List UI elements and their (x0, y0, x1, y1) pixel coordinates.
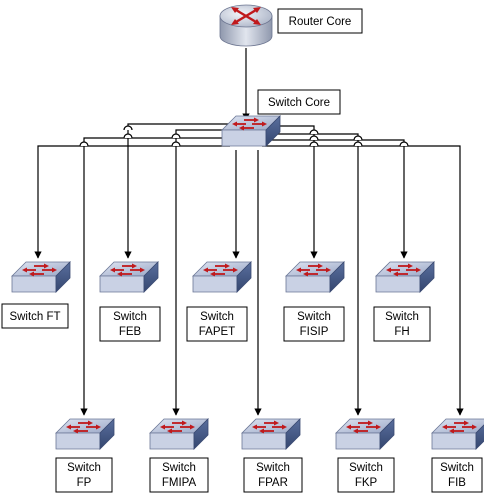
switch-label-fkp-line1: Switch (349, 462, 383, 474)
network-switch-icon (11, 261, 71, 293)
link-core-feb (124, 123, 230, 259)
switch-label-fp-line1: Switch (67, 462, 101, 474)
network-switch-icon (375, 261, 435, 293)
link-core-fmipa (172, 129, 236, 416)
router-node (219, 4, 273, 47)
core-switch-node (221, 115, 281, 147)
router-icon (219, 4, 273, 47)
switch-label-fp: Switch FP (55, 457, 113, 493)
network-switch-icon (241, 418, 301, 450)
network-switch-icon (149, 418, 209, 450)
switch-label-fh: Switch FH (373, 306, 431, 342)
switch-label-fpar: Switch FPAR (243, 457, 303, 493)
switch-label-fmipa-line1: Switch (162, 462, 196, 474)
network-switch-icon (55, 418, 115, 450)
network-switch-icon (99, 261, 159, 293)
switch-label-fapet-line2: FAPET (199, 326, 235, 338)
switch-label-fh-line1: Switch (385, 311, 419, 323)
line-crossings (79, 125, 409, 147)
switch-node-ft (11, 261, 71, 293)
network-switch-icon (221, 115, 281, 147)
switch-label-fib-line2: FIB (448, 477, 466, 489)
link-core-fp (80, 137, 230, 416)
switch-label-fp-line2: FP (77, 477, 92, 489)
switch-label-ft: Switch FT (1, 303, 69, 329)
switch-node-fkp (335, 418, 395, 450)
network-switch-icon (192, 261, 252, 293)
link-core-ft (34, 145, 230, 259)
switch-label-fisip: Switch FISIP (283, 306, 345, 342)
link-core-fh (262, 139, 408, 259)
switch-node-fisip (285, 261, 345, 293)
switch-node-feb (99, 261, 159, 293)
core-switch-label-box: Switch Core (257, 89, 341, 115)
network-switch-icon (335, 418, 395, 450)
switch-node-fp (55, 418, 115, 450)
link-core-fib (262, 145, 464, 416)
switch-node-fapet (192, 261, 252, 293)
switch-label-feb: Switch FEB (99, 306, 161, 342)
switch-label-ft-line1: Switch FT (9, 311, 60, 323)
switch-label-fkp: Switch FKP (337, 457, 395, 493)
switch-label-feb-line2: FEB (119, 326, 142, 338)
switch-node-fpar (241, 418, 301, 450)
switch-label-fib-line1: Switch (440, 462, 474, 474)
network-switch-icon (431, 418, 484, 450)
switch-node-fmipa (149, 418, 209, 450)
switch-label-fisip-line1: Switch (297, 311, 331, 323)
switch-label-fmipa-line2: FMIPA (162, 477, 197, 489)
router-label-box: Router Core (277, 8, 363, 34)
switch-label-fapet: Switch FAPET (186, 306, 248, 342)
router-label: Router Core (289, 16, 352, 28)
switch-label-fkp-line2: FKP (355, 477, 378, 489)
link-core-fkp (262, 133, 362, 416)
switch-label-fh-line2: FH (394, 326, 409, 338)
switch-label-fisip-line2: FISIP (300, 326, 329, 338)
switch-node-fib (431, 418, 484, 450)
switch-node-fh (375, 261, 435, 293)
core-switch-label: Switch Core (268, 97, 330, 109)
switch-label-feb-line1: Switch (113, 311, 147, 323)
switch-label-fpar-line2: FPAR (258, 477, 288, 489)
switch-label-fpar-line1: Switch (256, 462, 290, 474)
connectors (34, 48, 464, 416)
switch-label-fib: Switch FIB (431, 457, 483, 493)
switch-label-fmipa: Switch FMIPA (149, 457, 209, 493)
network-switch-icon (285, 261, 345, 293)
switch-label-fapet-line1: Switch (200, 311, 234, 323)
